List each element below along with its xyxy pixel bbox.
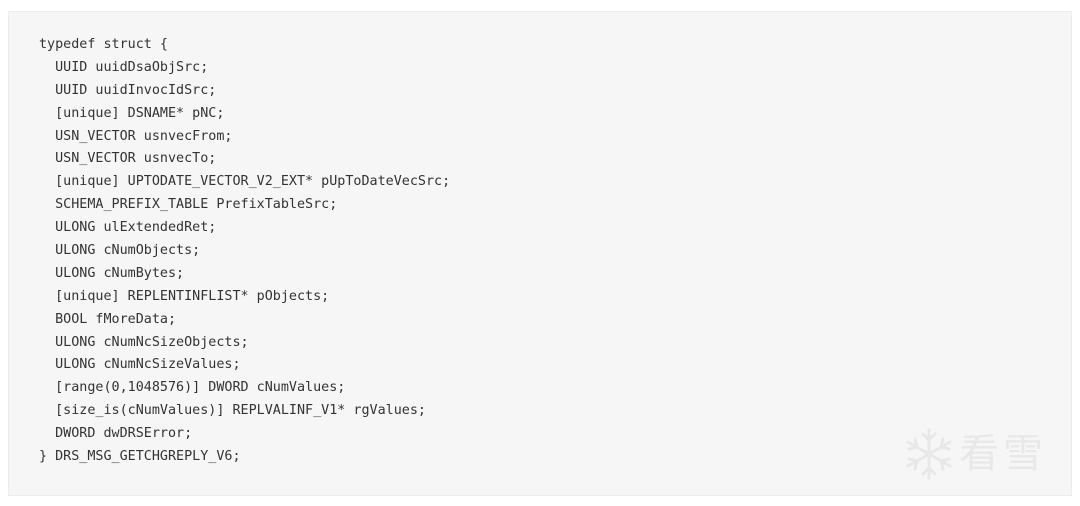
code-line: SCHEMA_PREFIX_TABLE PrefixTableSrc; bbox=[39, 197, 338, 213]
code-block: typedef struct { UUID uuidDsaObjSrc; UUI… bbox=[8, 11, 1072, 496]
code-line: BOOL fMoreData; bbox=[39, 311, 177, 327]
code-line: ULONG cNumNcSizeValues; bbox=[39, 357, 241, 373]
code-line: typedef struct { bbox=[39, 37, 168, 52]
watermark-text: 看雪 bbox=[959, 431, 1047, 477]
watermark: 看雪 bbox=[901, 424, 1055, 484]
code-line: ULONG cNumBytes; bbox=[39, 265, 185, 281]
code-line: UUID uuidDsaObjSrc; bbox=[39, 59, 209, 75]
code-content: typedef struct { UUID uuidDsaObjSrc; UUI… bbox=[39, 34, 450, 469]
code-line: ULONG cNumNcSizeObjects; bbox=[39, 334, 249, 350]
code-line: ULONG ulExtendedRet; bbox=[39, 220, 217, 236]
code-line: [range(0,1048576)] DWORD cNumValues; bbox=[39, 380, 346, 396]
code-line: [size_is(cNumValues)] REPLVALINF_V1* rgV… bbox=[39, 403, 426, 419]
code-line: UUID uuidInvocIdSrc; bbox=[39, 82, 217, 98]
code-line: ULONG cNumObjects; bbox=[39, 243, 201, 259]
code-line: USN_VECTOR usnvecFrom; bbox=[39, 128, 233, 144]
code-line: [unique] REPLENTINFLIST* pObjects; bbox=[39, 288, 330, 304]
code-line: [unique] UPTODATE_VECTOR_V2_EXT* pUpToDa… bbox=[39, 174, 451, 190]
code-line: DWORD dwDRSError; bbox=[39, 426, 193, 442]
snowflake-icon bbox=[906, 428, 952, 480]
code-line: } DRS_MSG_GETCHGREPLY_V6; bbox=[39, 449, 241, 465]
code-line: [unique] DSNAME* pNC; bbox=[39, 105, 225, 121]
code-line: USN_VECTOR usnvecTo; bbox=[39, 151, 217, 167]
